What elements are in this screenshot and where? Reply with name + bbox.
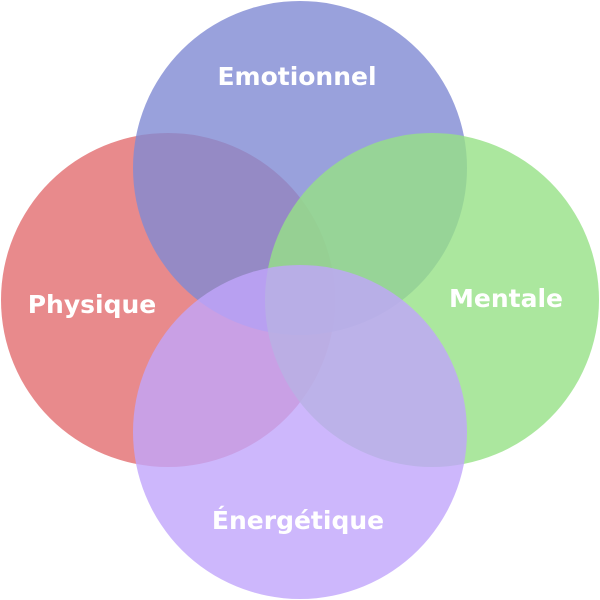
mentale-label: Mentale [449, 284, 563, 313]
energetique-circle [133, 265, 467, 599]
emotionnel-label: Emotionnel [217, 62, 376, 91]
energetique-label: Énergétique [212, 506, 384, 535]
physique-label: Physique [28, 290, 157, 319]
